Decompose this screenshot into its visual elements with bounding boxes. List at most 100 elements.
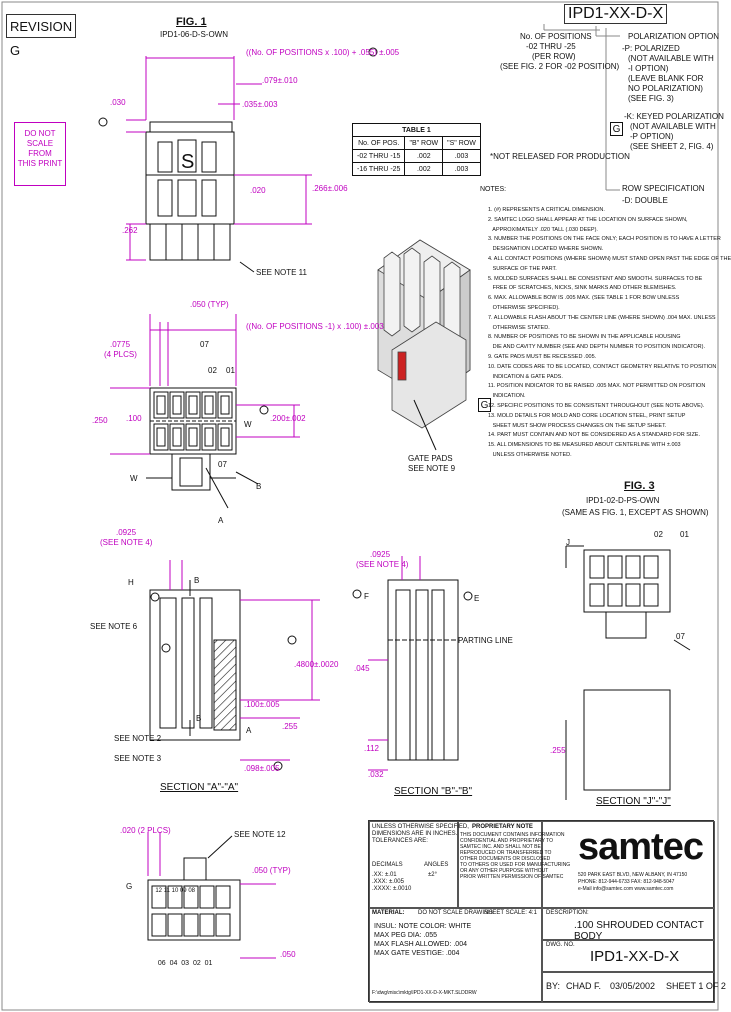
label-e: E <box>474 594 480 603</box>
notes-list: 1. (#) REPRESENTS A CRITICAL DIMENSION. 2… <box>488 206 731 461</box>
callout-line: (SEE FIG. 2 FOR -02 POSITION) <box>500 62 620 71</box>
note-line: 1. (#) REPRESENTS A CRITICAL DIMENSION. <box>488 207 605 213</box>
pos-label: 06 <box>157 960 166 967</box>
section-bb-view <box>387 579 459 761</box>
top-row-labels: 12 11 10 09 08 <box>152 878 195 896</box>
company-address: 520 PARK EAST BLVD, NEW ALBANY, IN 47150… <box>578 872 687 893</box>
proprietary-line: REPRODUCED OR TRANSFERRED TO <box>460 850 552 856</box>
dim-100b: .100±.005 <box>244 700 280 709</box>
pol-line: (SEE FIG. 3) <box>628 94 674 103</box>
note-line: SHEET MUST SHOW PROCESS CHANGES ON THE S… <box>488 422 667 429</box>
four-plcs: (4 PLCS) <box>104 350 137 359</box>
fig3-label-01: 01 <box>680 530 689 539</box>
label-d: A <box>246 726 252 735</box>
parting-line: PARTING LINE <box>458 636 513 645</box>
note-line: 4. ALL CONTACT POSITIONS (WHERE SHOWN) M… <box>488 255 731 262</box>
note-line: 2. SAMTEC LOGO SHALL APPEAR AT THE LOCAT… <box>488 216 688 223</box>
material-line: MAX GATE VESTIGE: .004 <box>374 950 460 957</box>
fig3-subtitle: IPD1-02-D-PS-OWN <box>586 496 660 505</box>
dim-0925b: .0925 <box>370 550 391 559</box>
dim-255b: .255 <box>550 746 566 755</box>
proprietary-title: PROPRIETARY NOTE <box>472 824 533 830</box>
bottom-row-labels: 06 04 03 02 01 <box>154 950 213 968</box>
note-line: OTHERWISE SPECIFIED). <box>488 304 560 311</box>
fig3-title: FIG. 3 <box>624 480 655 492</box>
note-line: DESIGNATION LOCATED WHERE SHOWN. <box>488 246 604 253</box>
material-label: MATERIAL: <box>372 910 405 916</box>
label-h: H <box>128 578 134 587</box>
dim-4800: .4800±.0020 <box>294 660 339 669</box>
fig3-label-07: 07 <box>676 632 685 641</box>
gate-pads: GATE PADS <box>408 454 453 463</box>
dim-0775: .0775 <box>110 340 131 349</box>
note-line: 9. GATE PADS MUST BE RECESSED .005. <box>488 353 597 360</box>
note-line: INDICATION & GATE PADS. <box>488 373 563 380</box>
tol-rows: .XX: ±.01 .XXX: ±.005 .XXXX: ±.0010 <box>372 872 411 893</box>
revision-label: REVISION G <box>6 14 76 58</box>
dwg-number: IPD1-XX-D-X <box>590 948 680 965</box>
address-line: 520 PARK EAST BLVD, NEW ALBANY, IN 47150 <box>578 872 688 878</box>
see-note-12: SEE NOTE 12 <box>234 830 286 839</box>
no-of-positions-label: No. OF POSITIONS <box>520 32 592 41</box>
note-line: 5. MOLDED SURFACES SHALL BE CONSISTENT A… <box>488 275 703 282</box>
proprietary-line: OR ANY OTHER PURPOSE WITHOUT <box>460 868 549 874</box>
address-line: PHONE: 812-944-6733 FAX: 812-948-5047 <box>578 879 675 885</box>
tol-intro-line: UNLESS OTHERWISE SPECIFIED, <box>372 824 469 830</box>
label-02: 02 <box>208 366 217 375</box>
label-b: B <box>256 482 262 491</box>
note-line: APPROXIMATELY .020 TALL (.030 DEEP). <box>488 226 598 233</box>
pol-line: NO POLARIZATION) <box>628 84 703 93</box>
description-label: DESCRIPTION: <box>546 910 589 916</box>
pos-label: 03 <box>181 960 190 967</box>
not-released-note: *NOT RELEASED FOR PRODUCTION <box>490 152 630 161</box>
table-cell: .003 <box>442 162 481 176</box>
proprietary-line: THIS DOCUMENT CONTAINS INFORMATION <box>460 832 565 838</box>
dim-079: .079±.010 <box>262 76 298 85</box>
label-b-bottom: B <box>196 714 202 723</box>
dim-035: .035±.003 <box>242 100 278 109</box>
dwg-label: DWG. NO. <box>546 942 575 948</box>
note-line: UNLESS OTHERWISE NOTED. <box>488 451 572 458</box>
dim-200: .200±.002 <box>270 414 306 423</box>
polarization-title: POLARIZATION OPTION <box>628 32 719 41</box>
pos-label: 11 <box>163 888 170 894</box>
sheet-number: SHEET 1 OF 2 <box>666 981 726 991</box>
label-b-top: B <box>194 576 200 585</box>
label-07: 07 <box>218 460 227 469</box>
table-cell: -16 THRU -25 <box>351 162 406 176</box>
table-title: TABLE 1 <box>352 123 481 137</box>
table-cell: -02 THRU -15 <box>351 149 406 163</box>
note-line: FREE OF SCRATCHES, NICKS, SINK MARKS AND… <box>488 285 677 292</box>
address-line: e-Mail info@samtec.com www.samtec.com <box>578 886 674 892</box>
tol-intro-line: DIMENSIONS ARE IN INCHES. <box>372 831 458 837</box>
keyed-line: (SEE SHEET 2, FIG. 4) <box>630 142 714 151</box>
dim-098: .098±.005 <box>244 764 280 773</box>
pol-line: (LEAVE BLANK FOR <box>628 74 704 83</box>
scale-note-line: THIS PRINT <box>17 159 63 168</box>
pol-line: -I OPTION) <box>628 64 669 73</box>
pos-label: 04 <box>169 960 178 967</box>
fig1-title: FIG. 1 <box>176 16 207 28</box>
dim-030: .030 <box>110 98 126 107</box>
label-w: W <box>244 420 252 429</box>
label-f: F <box>364 592 369 601</box>
dim-032: .032 <box>368 770 384 779</box>
note-line: 6. MAX. ALLOWABLE BOW IS .005 MAX. (SEE … <box>488 295 680 302</box>
pos-label: 02 <box>192 960 201 967</box>
dim-positions-minus1: ((No. OF POSITIONS -1) x .100) ±.003 <box>246 322 384 331</box>
label-01: 01 <box>226 366 235 375</box>
see-note-4b: (SEE NOTE 4) <box>356 560 409 569</box>
dim-positions: ((No. OF POSITIONS x .100) + .055) ±.005 <box>246 48 400 57</box>
tol-intro: UNLESS OTHERWISE SPECIFIED, DIMENSIONS A… <box>372 824 469 845</box>
decimals-label: DECIMALS <box>372 862 403 868</box>
table-row: -16 THRU -25 .002 .003 <box>351 162 481 176</box>
row-spec-value: -D: DOUBLE <box>622 196 668 205</box>
label-w2: W <box>130 474 138 483</box>
see-note-3: SEE NOTE 3 <box>114 754 162 763</box>
table-1: TABLE 1 No. OF POS. "B" ROW "S" ROW -02 … <box>351 123 481 176</box>
fig3-view <box>583 549 671 791</box>
table-cell: .002 <box>404 162 444 176</box>
file-path: F:\dwg\misc\mktg\IPD1-XX-D-X-MKT.SLDDRW <box>372 990 477 996</box>
title-block <box>368 820 715 1003</box>
